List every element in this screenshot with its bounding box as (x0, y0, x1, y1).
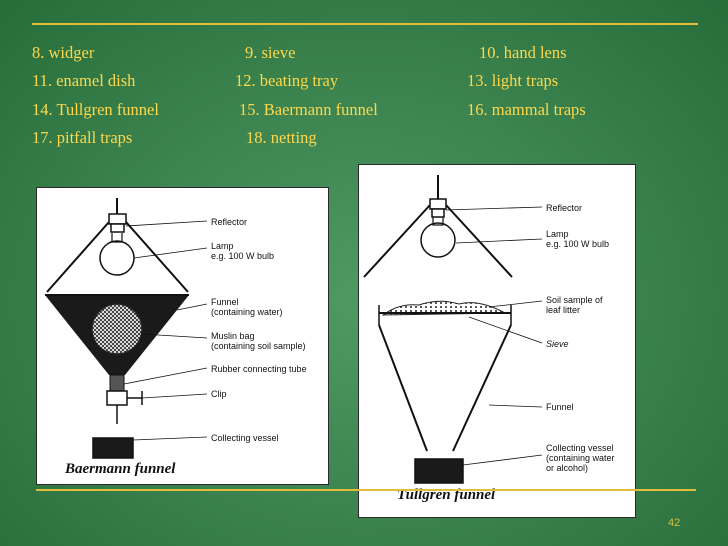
tullgren-funnel-diagram: Reflector Lamp e.g. 100 W bulb Soil samp… (358, 164, 636, 518)
label-rubber-tube: Rubber connecting tube (211, 364, 307, 374)
label-leaf-litter: leaf litter (546, 305, 581, 315)
label-collecting-vessel: Collecting vessel (211, 433, 279, 443)
baermann-funnel-diagram: Reflector Lamp e.g. 100 W bulb Funnel (c… (36, 187, 329, 485)
label-bulb: e.g. 100 W bulb (546, 239, 610, 249)
label-muslin-note: (containing soil sample) (211, 341, 306, 351)
label-sieve: Sieve (546, 339, 569, 349)
list-item: 18. netting (246, 128, 317, 147)
baermann-illustration (45, 198, 208, 459)
list-item: 11. enamel dish (32, 71, 136, 90)
label-lamp: Lamp (546, 229, 569, 239)
label-muslin-bag: Muslin bag (211, 331, 255, 341)
tullgren-caption: Tullgren funnel (397, 487, 496, 503)
label-soil-sample: Soil sample of (546, 295, 603, 305)
label-collecting-vessel: Collecting vessel (546, 443, 614, 453)
label-reflector: Reflector (546, 203, 583, 213)
label-funnel: Funnel (211, 297, 239, 307)
page-number: 42 (668, 517, 681, 529)
list-item: 10. hand lens (479, 43, 567, 62)
list-item: 15. Baermann funnel (239, 100, 378, 119)
list-item: 13. light traps (467, 71, 559, 90)
list-item: 8. widger (32, 43, 95, 62)
label-vessel-note-2: or alcohol) (546, 463, 589, 473)
label-bulb: e.g. 100 W bulb (211, 251, 275, 261)
top-rule (32, 23, 698, 25)
list-item: 9. sieve (245, 43, 296, 62)
label-reflector: Reflector (211, 217, 248, 227)
label-funnel: Funnel (546, 402, 574, 412)
label-funnel-note: (containing water) (211, 307, 283, 317)
label-lamp: Lamp (211, 241, 234, 251)
list-item: 14. Tullgren funnel (32, 100, 159, 119)
label-vessel-note: (containing water (546, 453, 615, 463)
list-item: 12. beating tray (235, 71, 339, 90)
list-item: 16. mammal traps (467, 100, 586, 119)
list-item: 17. pitfall traps (32, 128, 133, 147)
bottom-rule (36, 489, 696, 491)
label-clip: Clip (211, 389, 227, 399)
tullgren-illustration (363, 175, 543, 484)
baermann-caption: Baermann funnel (65, 461, 176, 477)
